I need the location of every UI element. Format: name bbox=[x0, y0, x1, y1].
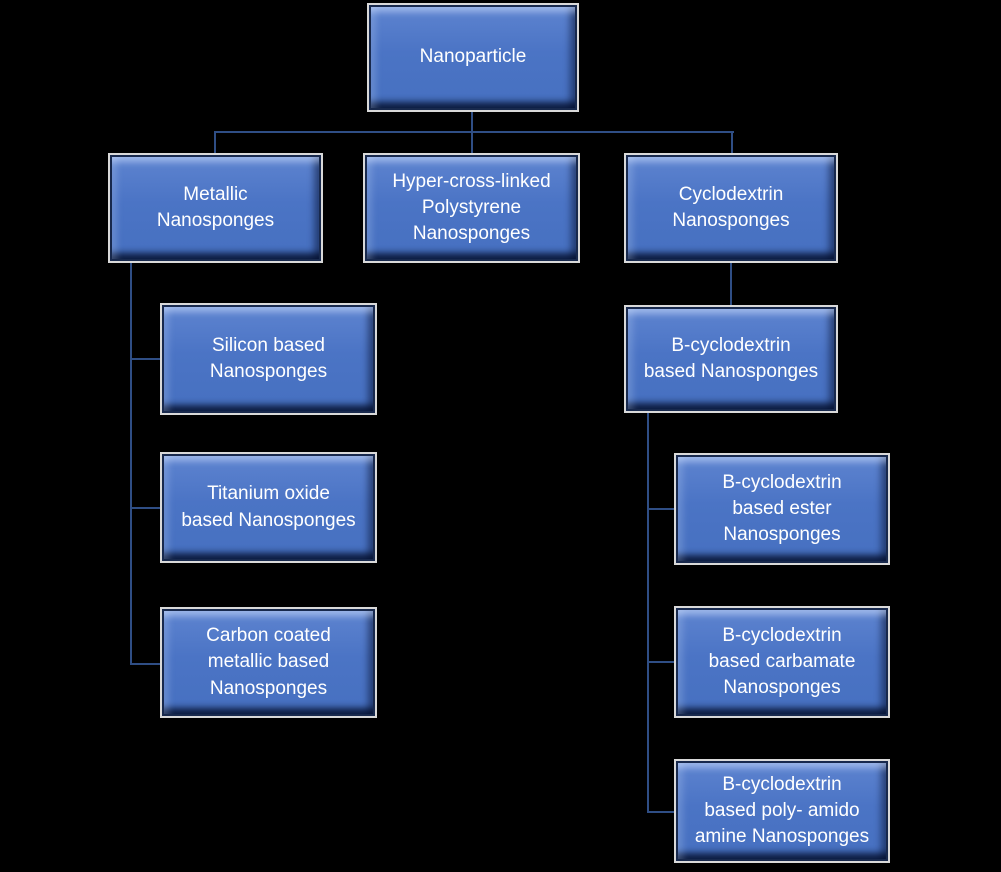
node-ester-label: B-cyclodextrin based ester Nanosponges bbox=[722, 471, 842, 546]
node-bcyclodextrin-carbamate: B-cyclodextrin based carbamate Nanospong… bbox=[674, 606, 890, 718]
connector-root-drop bbox=[471, 112, 473, 133]
node-cyclodextrin-nanosponges: Cyclodextrin Nanosponges bbox=[624, 153, 838, 263]
node-silicon-label: Silicon based Nanosponges bbox=[209, 334, 328, 382]
node-carbon-label: Carbon coated metallic based Nanosponges bbox=[206, 625, 331, 699]
node-silicon-based: Silicon based Nanosponges bbox=[160, 303, 377, 415]
connector-elbow-polyamidoamine bbox=[647, 811, 674, 813]
connector-stub-cyclodextrin bbox=[731, 131, 733, 153]
node-metallic-label: Metallic Nanosponges bbox=[156, 183, 275, 231]
connector-stub-metallic bbox=[214, 131, 216, 153]
node-cyclodextrin-label: Cyclodextrin Nanosponges bbox=[672, 183, 790, 231]
node-bcyclodextrin-based: B-cyclodextrin based Nanosponges bbox=[624, 305, 838, 413]
node-hyper-label: Hyper-cross-linked Polystyrene Nanospong… bbox=[392, 170, 551, 245]
node-polyamidoamine-label: B-cyclodextrin based poly- amido amine N… bbox=[694, 773, 870, 848]
node-hyper-cross-linked-polystyrene: Hyper-cross-linked Polystyrene Nanospong… bbox=[363, 153, 580, 263]
node-nanoparticle: Nanoparticle bbox=[367, 3, 579, 112]
node-bcyclodextrin-ester: B-cyclodextrin based ester Nanosponges bbox=[674, 453, 890, 565]
connector-elbow-titanium bbox=[130, 507, 160, 509]
node-carbon-coated-metallic: Carbon coated metallic based Nanosponges bbox=[160, 607, 377, 718]
node-bcyclodextrin-polyamidoamine: B-cyclodextrin based poly- amido amine N… bbox=[674, 759, 890, 863]
connector-bcyclodextrin-trunk bbox=[647, 413, 649, 813]
connector-metallic-trunk bbox=[130, 263, 132, 665]
connector-elbow-carbon bbox=[130, 663, 160, 665]
connector-elbow-carbamate bbox=[647, 661, 674, 663]
connector-elbow-ester bbox=[647, 508, 674, 510]
connector-elbow-silicon bbox=[130, 358, 160, 360]
connector-cyclodextrin-drop bbox=[730, 263, 732, 305]
node-titanium-oxide-based: Titanium oxide based Nanosponges bbox=[160, 452, 377, 563]
connector-row2-rail bbox=[214, 131, 734, 133]
node-titanium-label: Titanium oxide based Nanosponges bbox=[181, 483, 356, 531]
node-carbamate-label: B-cyclodextrin based carbamate Nanospong… bbox=[708, 624, 856, 699]
node-nanoparticle-label: Nanoparticle bbox=[419, 46, 527, 68]
connector-stub-hyper bbox=[471, 131, 473, 153]
node-bcyclodextrin-label: B-cyclodextrin based Nanosponges bbox=[643, 334, 819, 382]
node-metallic-nanosponges: Metallic Nanosponges bbox=[108, 153, 323, 263]
